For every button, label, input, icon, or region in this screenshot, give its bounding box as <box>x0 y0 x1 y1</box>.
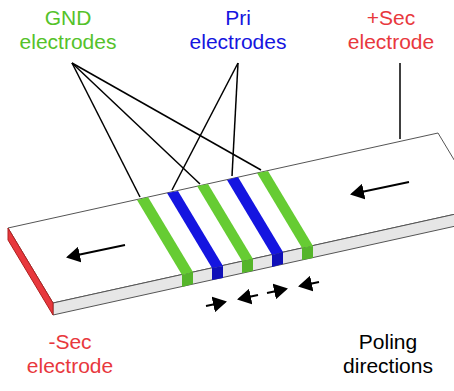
poling-label: Poling directions <box>328 330 448 378</box>
gnd-electrode <box>257 171 313 248</box>
gnd-electrode-side <box>182 272 193 287</box>
bar-top-face <box>8 133 454 303</box>
neg-sec-label: -Sec electrode <box>10 330 130 378</box>
field-arrows <box>68 182 409 257</box>
gnd-label: GND electrodes <box>8 6 128 54</box>
pos-sec-label: +Sec electrode <box>331 6 451 54</box>
neg-sec-electrode <box>8 228 53 315</box>
pri-electrode-side <box>212 266 223 280</box>
pri-label: Pri electrodes <box>178 6 298 54</box>
gnd-electrode-side <box>242 259 253 273</box>
gnd-electrode-side <box>302 246 313 260</box>
poling-arrows <box>206 282 319 306</box>
leader-lines <box>72 63 400 197</box>
pri-electrode-side <box>272 252 283 267</box>
